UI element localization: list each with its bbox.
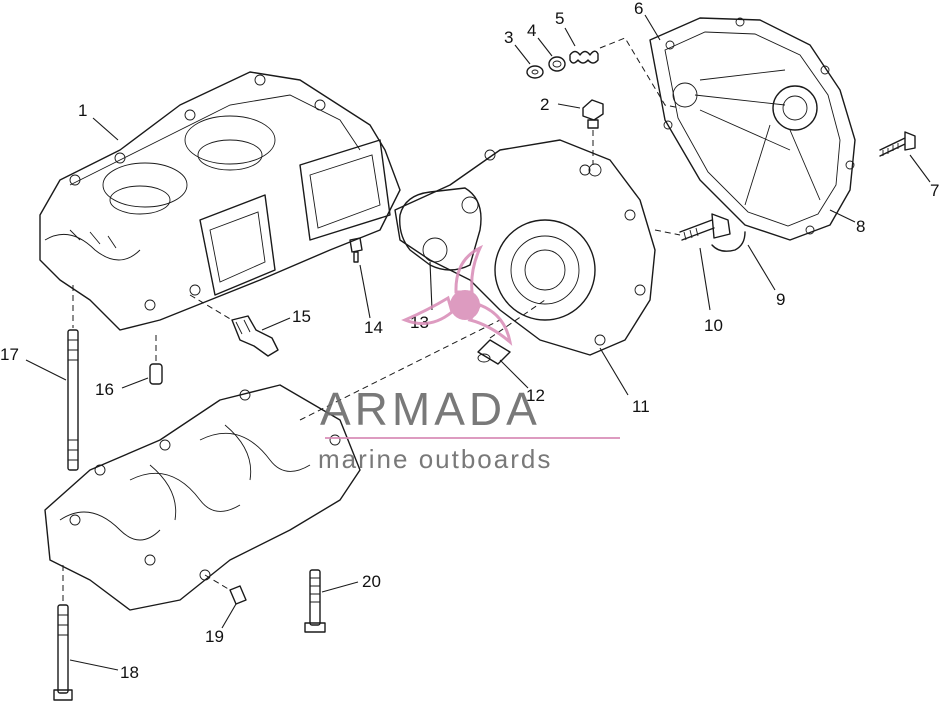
callout-12: 12 (526, 386, 545, 405)
callout-9: 9 (776, 290, 785, 309)
callout-4: 4 (527, 21, 536, 40)
watermark-logo-icon (401, 244, 513, 346)
callout-11: 11 (632, 397, 650, 416)
watermark-brand: ARMADA (320, 383, 541, 435)
callout-1: 1 (78, 101, 87, 120)
callout-14: 14 (364, 318, 383, 337)
callout-6: 6 (634, 0, 643, 18)
callout-16: 16 (95, 380, 114, 399)
rear-cover (649, 17, 856, 241)
watermark: ARMADA marine outboards (318, 244, 620, 474)
upper-crankcase (39, 71, 401, 331)
leader-lines (25, 14, 931, 671)
lower-crankcase (44, 384, 361, 611)
callout-18: 18 (120, 663, 139, 682)
callout-3: 3 (504, 28, 513, 47)
callout-15: 15 (292, 307, 311, 326)
callout-10: 10 (704, 316, 723, 335)
callout-19: 19 (205, 627, 224, 646)
callout-20: 20 (362, 572, 381, 591)
watermark-tagline: marine outboards (318, 444, 552, 474)
callout-labels: 1 2 3 4 5 6 7 8 9 10 11 12 13 14 15 16 1… (0, 0, 939, 682)
end-housing (394, 139, 656, 356)
callout-8: 8 (856, 217, 865, 236)
small-parts (53, 37, 916, 701)
callout-2: 2 (540, 95, 549, 114)
callout-17: 17 (0, 345, 19, 364)
callout-7: 7 (930, 181, 939, 200)
callout-5: 5 (555, 9, 564, 28)
